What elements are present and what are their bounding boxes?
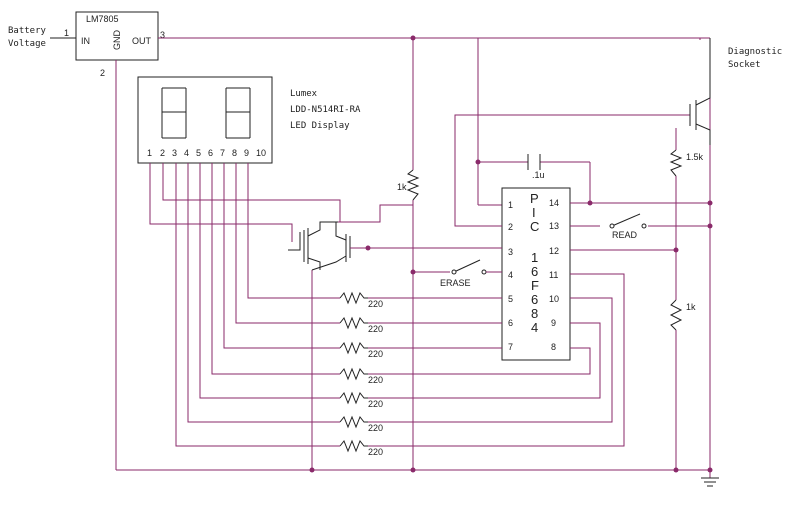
segment-resistor-4-value: 220	[368, 375, 383, 385]
pic-pin-2: 2	[508, 222, 513, 232]
display-pin-3: 3	[172, 148, 177, 158]
pic-pin-13: 13	[549, 221, 559, 231]
ground-symbol	[701, 477, 719, 487]
regulator-pin-in: IN	[81, 36, 90, 46]
socket-transistor	[689, 38, 711, 145]
erase-switch: ERASE	[413, 259, 502, 288]
regulator-pin-1: 1	[64, 28, 69, 38]
segment-resistors: 220 220 220 220 220 220 220	[339, 291, 383, 457]
segment-resistor-7: 220	[339, 439, 383, 457]
pic-letter-8: 8	[531, 306, 538, 321]
display-pin-8: 8	[232, 148, 237, 158]
socket-label-line1: Diagnostic	[728, 47, 782, 57]
pic-pin-6: 6	[508, 318, 513, 328]
led-display: 1 2 3 4 5 6 7 8 9 10	[137, 76, 273, 164]
pic-pin-9: 9	[551, 318, 556, 328]
regulator-name: LM7805	[86, 14, 119, 24]
display-pin-10: 10	[256, 148, 266, 158]
segment-resistor-4: 220	[339, 367, 383, 385]
display-pin-4: 4	[184, 148, 189, 158]
segment-resistor-1-value: 220	[368, 299, 383, 309]
pullup-resistor: 1k	[397, 169, 420, 201]
segment-resistor-1: 220	[339, 291, 383, 309]
voltage-regulator: LM7805 IN OUT GND 1 2 3	[64, 11, 165, 78]
regulator-pin-2: 2	[100, 68, 105, 78]
display-pin-9: 9	[244, 148, 249, 158]
pic-letter-5: 6	[531, 264, 538, 279]
segment-resistor-6: 220	[339, 415, 383, 433]
pic-letter-6: F	[531, 278, 539, 293]
read-switch: READ	[609, 213, 647, 240]
capacitor-value: .1u	[532, 170, 545, 180]
pic-letter-2: I	[532, 205, 536, 220]
battery-label-line2: Voltage	[8, 39, 46, 49]
display-pin-5: 5	[196, 148, 201, 158]
segment-resistor-3-value: 220	[368, 349, 383, 359]
segment-resistor-7-value: 220	[368, 447, 383, 457]
pic-pin-5: 5	[508, 294, 513, 304]
regulator-pin-gnd: GND	[112, 30, 122, 51]
segment-resistor-5: 220	[339, 391, 383, 409]
pic-right-wiring	[454, 114, 710, 300]
pic-pin-14: 14	[549, 198, 559, 208]
pic-letter-9: 4	[531, 320, 538, 335]
pic-letter-3: C	[530, 219, 539, 234]
power-wiring	[115, 37, 711, 478]
pic-pin-10: 10	[549, 294, 559, 304]
display-body	[137, 76, 273, 164]
pic-pin-12: 12	[549, 246, 559, 256]
pic-pin-4: 4	[508, 270, 513, 280]
pic-letter-4: 1	[531, 250, 538, 265]
battery-label-line1: Battery	[8, 26, 47, 36]
pic-letter-1: P	[530, 191, 539, 206]
display-pin-1: 1	[147, 148, 152, 158]
segment-resistor-6-value: 220	[368, 423, 383, 433]
display-pin-2: 2	[160, 148, 165, 158]
segment-resistor-2-value: 220	[368, 324, 383, 334]
pic-pin-7: 7	[508, 342, 513, 352]
socket-resistor-2-value: 1k	[686, 302, 696, 312]
digit-1	[161, 87, 187, 139]
erase-switch-label: ERASE	[440, 278, 471, 288]
regulator-body	[75, 11, 159, 61]
pullup-resistor-value: 1k	[397, 182, 407, 192]
segment-resistor-3: 220	[339, 341, 383, 359]
vcc-rail	[158, 37, 701, 40]
read-switch-label: READ	[612, 230, 638, 240]
capacitor: .1u	[527, 154, 545, 180]
display-label-line2: LDD-N514RI-RA	[290, 105, 361, 115]
junction-dots	[309, 35, 713, 473]
display-label-line3: LED Display	[290, 121, 350, 131]
resistor-to-pic-wiring	[368, 273, 625, 447]
display-label-line1: Lumex	[290, 89, 318, 99]
display-wiring	[149, 163, 341, 447]
regulator-pin-out: OUT	[132, 36, 152, 46]
socket-resistor-1: 1.5k	[669, 149, 704, 177]
segment-resistor-2: 220	[339, 316, 383, 334]
pic-letter-7: 6	[531, 292, 538, 307]
pic-chip: P I C 1 6 F 6 8 4 1 2 3 4 5 6 7 14 13 12…	[501, 187, 571, 361]
display-pin-6: 6	[208, 148, 213, 158]
regulator-pin-3: 3	[160, 30, 165, 40]
pic-pin-8: 8	[551, 342, 556, 352]
display-pin-7: 7	[220, 148, 225, 158]
socket-label-line2: Socket	[728, 60, 761, 70]
pic-pin-3: 3	[508, 247, 513, 257]
digit-2	[225, 87, 251, 139]
pic-pin-11: 11	[549, 270, 558, 280]
transistor-pair	[288, 204, 502, 271]
socket-resistor-2: 1k	[669, 299, 696, 331]
segment-resistor-5-value: 220	[368, 399, 383, 409]
socket-resistor-1-value: 1.5k	[686, 152, 704, 162]
pic-pin-1: 1	[508, 200, 513, 210]
